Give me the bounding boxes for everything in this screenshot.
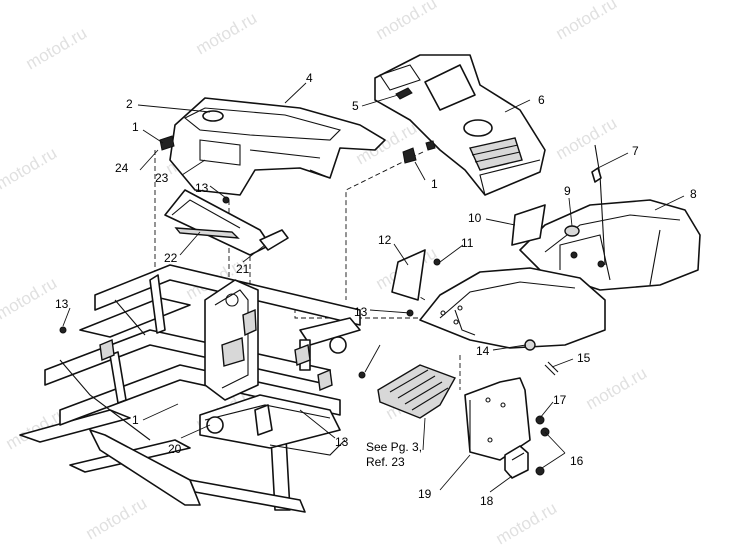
- watermark: motod.ru: [583, 363, 651, 413]
- callout-7: 7: [632, 144, 639, 158]
- callout-20: 20: [168, 442, 182, 456]
- callout-22: 22: [164, 251, 178, 265]
- callout-4: 4: [306, 71, 313, 85]
- callout-13-left: 13: [55, 297, 69, 311]
- callout-6: 6: [538, 93, 545, 107]
- bracket-21: [259, 229, 289, 251]
- small-hardware: [59, 135, 436, 379]
- reference-note: See Pg. 3, Ref. 23: [366, 440, 422, 469]
- callout-8: 8: [690, 187, 697, 201]
- note-line-2: Ref. 23: [366, 455, 405, 469]
- callout-15: 15: [577, 351, 591, 365]
- callout-13-bottom: 13: [335, 435, 349, 449]
- callout-13-center: 13: [354, 305, 368, 319]
- callout-9: 9: [564, 184, 571, 198]
- bolt-15: [544, 361, 559, 376]
- decal-12: [391, 249, 426, 301]
- watermark: motod.ru: [0, 143, 60, 193]
- callout-1-top-left: 1: [132, 120, 139, 134]
- watermark: motod.ru: [493, 498, 561, 548]
- note-line-1: See Pg. 3,: [366, 440, 422, 454]
- callout-24: 24: [115, 161, 129, 175]
- leader-lines: [62, 82, 685, 493]
- callout-1-frame: 1: [132, 413, 139, 427]
- callout-5: 5: [352, 99, 359, 113]
- callout-23: 23: [155, 171, 169, 185]
- callout-2: 2: [126, 97, 133, 111]
- callout-10: 10: [468, 211, 482, 225]
- callout-16: 16: [570, 454, 584, 468]
- callout-13-top: 13: [195, 181, 209, 195]
- callout-17: 17: [553, 393, 567, 407]
- front-cab-shell: [169, 97, 386, 196]
- watermark: motod.ru: [553, 0, 621, 43]
- callout-11: 11: [461, 236, 474, 250]
- watermark: motod.ru: [0, 273, 60, 323]
- footrest-step: [377, 364, 457, 419]
- callout-1-center: 1: [431, 177, 438, 191]
- watermark: motod.ru: [23, 23, 91, 73]
- bracket-18: [504, 445, 529, 479]
- lower-panel-22: [164, 189, 271, 256]
- mud-flap: [464, 377, 531, 461]
- callout-labels: 1 1 1 2 4 5 6 7 8 9 10 11 12 13 13 13 13…: [55, 71, 697, 508]
- hood-dash-panel: [374, 54, 546, 196]
- flag-pole: [591, 144, 606, 266]
- watermark: motod.ru: [373, 0, 441, 43]
- watermark: motod.ru: [83, 493, 151, 543]
- callout-21: 21: [236, 262, 250, 276]
- callout-14: 14: [476, 344, 490, 358]
- watermark: motod.ru: [553, 113, 621, 163]
- front-fender: [419, 267, 606, 349]
- callout-12: 12: [378, 233, 392, 247]
- callout-18: 18: [480, 494, 494, 508]
- decal-10: [511, 204, 546, 246]
- watermark: motod.ru: [193, 8, 261, 58]
- vehicle-frame: [19, 264, 361, 513]
- callout-19: 19: [418, 487, 432, 501]
